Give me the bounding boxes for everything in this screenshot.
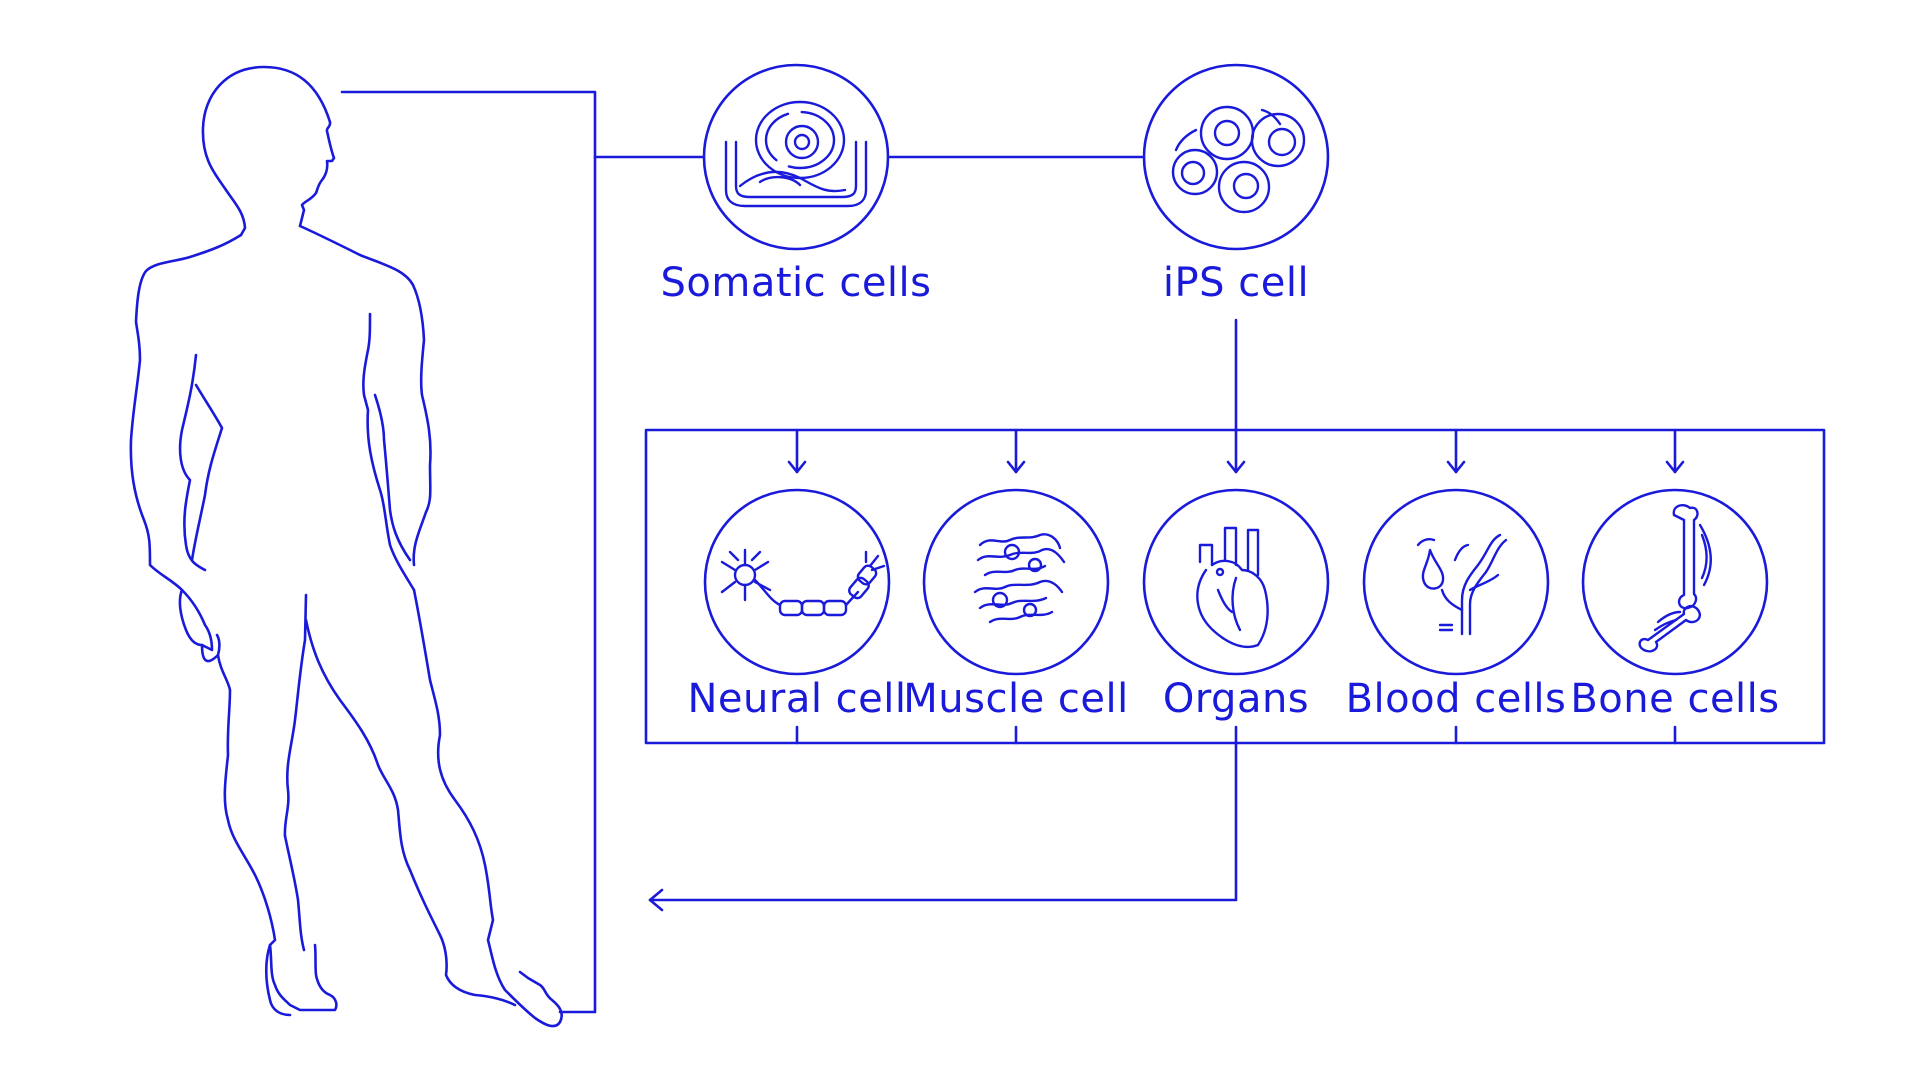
heart-icon <box>1196 526 1269 649</box>
return-to-body-arrow <box>648 725 1238 912</box>
muscle-cell-label: Muscle cell <box>903 676 1128 722</box>
ips-cell-node: iPS cell <box>1142 63 1330 306</box>
bone-icon <box>1638 504 1713 653</box>
somatic-cells-label: Somatic cells <box>660 260 931 306</box>
ips-cell-label: iPS cell <box>1163 260 1309 306</box>
neural-cell-label: Neural cell <box>688 676 907 722</box>
neural-cell-node: Neural cell <box>688 488 907 722</box>
neuron-icon <box>720 548 886 617</box>
bone-cells-label: Bone cells <box>1570 676 1779 722</box>
muscle-cell-node: Muscle cell <box>903 488 1128 722</box>
blood-cells-label: Blood cells <box>1346 676 1567 722</box>
somatic-cells-node: Somatic cells <box>660 63 931 306</box>
muscle-fibers-icon <box>973 533 1066 624</box>
blood-vessel-drop-icon <box>1416 533 1508 636</box>
human-figure-icon <box>129 65 563 1028</box>
organs-label: Organs <box>1163 676 1309 722</box>
body-bracket-connector <box>340 90 1246 1014</box>
bone-cells-node: Bone cells <box>1570 488 1779 722</box>
petri-dish-cell-icon <box>724 100 868 208</box>
organs-node: Organs <box>1142 488 1330 722</box>
ips-cell-cluster-icon <box>1171 105 1306 214</box>
blood-cells-node: Blood cells <box>1346 488 1567 722</box>
